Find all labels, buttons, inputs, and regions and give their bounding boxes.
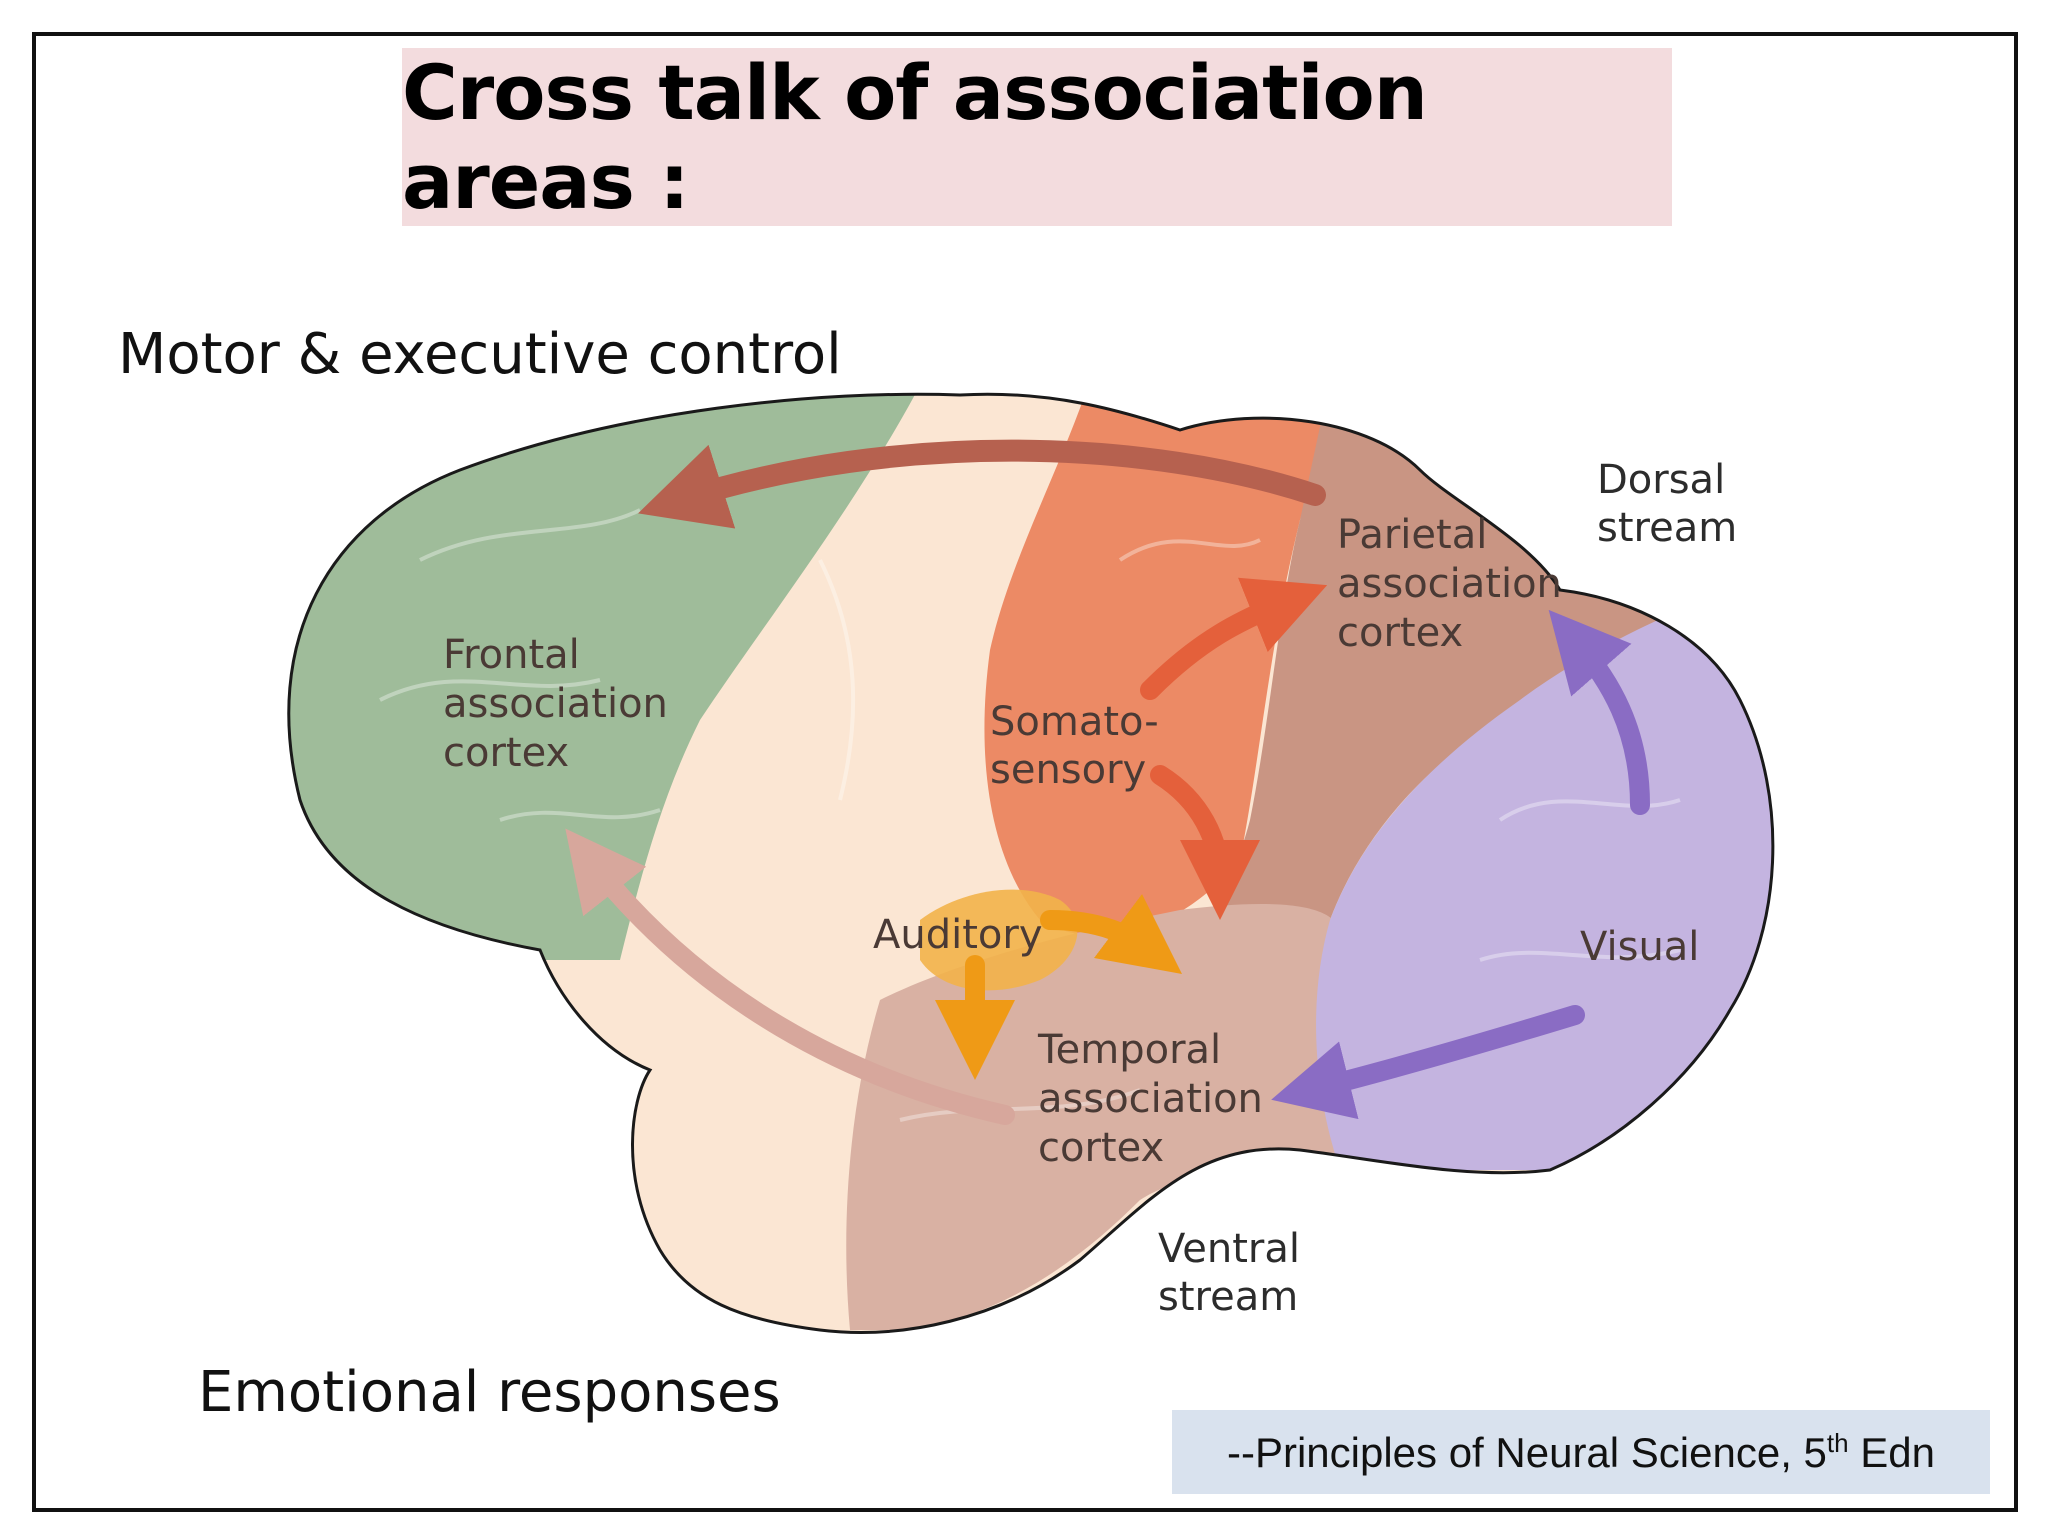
somato-to-parietal-arrow — [1140, 577, 1328, 700]
title-banner: Cross talk of association areas : — [402, 48, 1672, 226]
dorsal-stream-arrow — [1548, 609, 1650, 815]
citation-text: --Principles of Neural Science, 5th Edn — [1226, 1427, 1935, 1476]
auditory-label: Auditory — [873, 912, 1043, 958]
temporal-to-frontal-arrow — [565, 828, 1015, 1125]
visual-region — [1316, 560, 1773, 1170]
auditory-region — [920, 889, 1078, 991]
ventral-stream-label: Ventral stream — [1158, 1226, 1313, 1320]
parietal-to-frontal-arrow — [638, 439, 1326, 529]
dorsal-stream-label: Dorsal stream — [1597, 457, 1738, 551]
somatosensory-region — [984, 394, 1330, 936]
temporal-label: Temporal association cortex — [1037, 1027, 1276, 1171]
slide-title: Cross talk of association areas : — [402, 48, 1428, 226]
somatosensory-label: Somato- sensory — [990, 699, 1171, 793]
brain-outline — [287, 392, 1775, 1334]
frontal-label: Frontal association cortex — [443, 632, 681, 776]
visual-label: Visual — [1580, 924, 1699, 970]
somato-to-temporal-arrow — [1150, 765, 1260, 920]
emotional-responses-label: Emotional responses — [198, 1360, 781, 1425]
auditory-to-parietal-arrow — [1040, 894, 1183, 974]
parietal-label: Parietal association cortex — [1337, 512, 1575, 656]
ventral-stream-arrow — [1271, 1005, 1585, 1120]
gyri-lines — [379, 508, 1681, 1122]
motor-executive-label: Motor & executive control — [118, 322, 842, 387]
citation-box: --Principles of Neural Science, 5th Edn — [1172, 1410, 1990, 1494]
